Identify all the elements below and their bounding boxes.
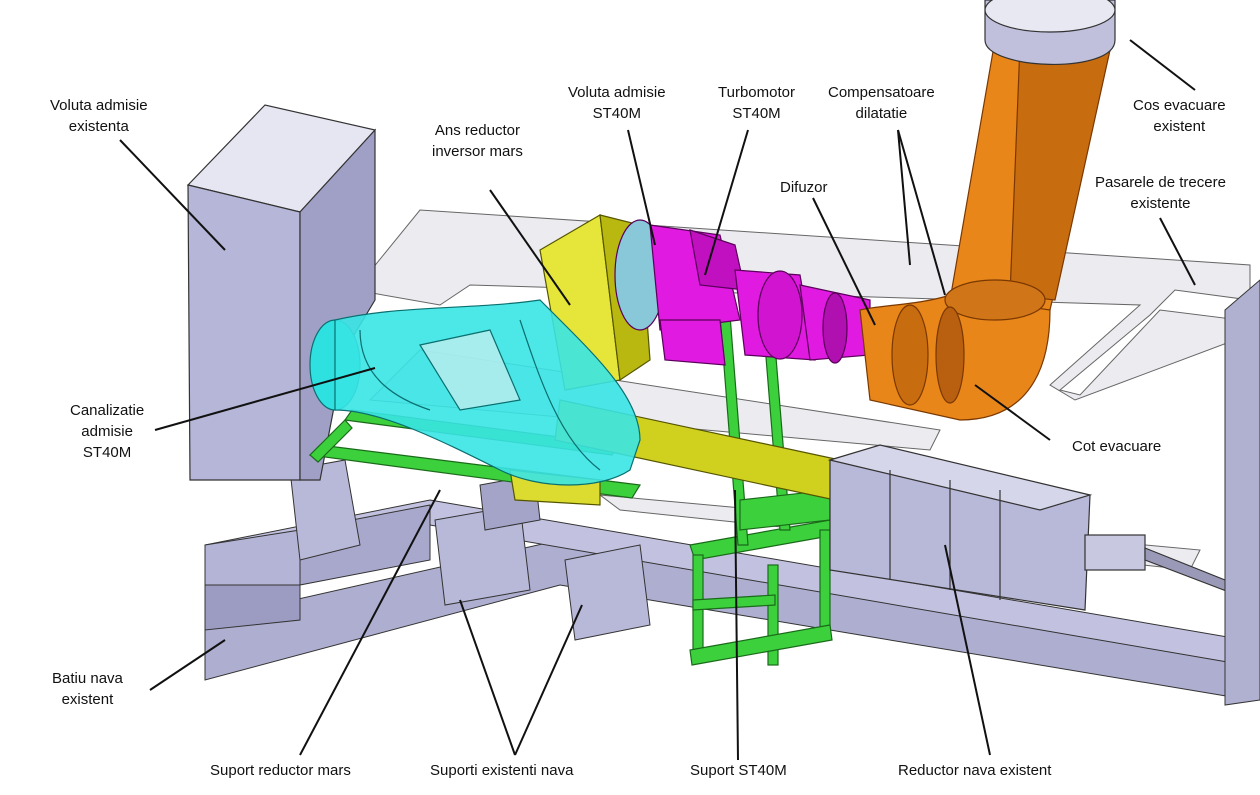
- existing-exhaust-stack: [984, 0, 1116, 65]
- existing-ship-gearbox: [827, 444, 1251, 611]
- label-expansion-joints: Compensatoare dilatatie: [828, 82, 935, 124]
- label-line: existent: [1153, 118, 1206, 135]
- label-line: Ans reductor: [434, 122, 520, 139]
- label-turboshaft: Turbomotor ST40M: [718, 82, 795, 124]
- label-existing-intake-volute: Voluta admisie existenta: [50, 95, 148, 137]
- label-line: Suport ST40M: [690, 762, 787, 779]
- label-line: ST40M: [732, 105, 781, 122]
- label-line: Suporti existenti nava: [430, 762, 574, 779]
- label-line: Voluta admisie: [50, 97, 148, 114]
- label-line: admisie: [81, 423, 133, 440]
- label-line: inversor mars: [432, 143, 523, 160]
- label-st40m-support: Suport ST40M: [690, 760, 787, 781]
- label-line: Compensatoare: [828, 84, 935, 101]
- label-line: Reductor nava existent: [898, 762, 1052, 779]
- label-line: ST40M: [82, 444, 132, 461]
- label-line: existenta: [68, 118, 129, 135]
- label-reverse-gear: Ans reductor inversor mars: [432, 120, 523, 162]
- exhaust-elbow-and-stack: [859, 39, 1111, 421]
- label-st40m-intake-volute: Voluta admisie ST40M: [568, 82, 666, 124]
- label-line: Pasarele de trecere: [1095, 174, 1226, 191]
- label-exhaust-stack: Cos evacuare existent: [1133, 95, 1226, 137]
- bulkhead-panel: [1224, 279, 1260, 706]
- st40m-turboshaft: [614, 219, 871, 366]
- label-line: Batiu nava: [52, 670, 123, 687]
- label-line: Cot evacuare: [1072, 438, 1162, 455]
- label-ship-gearbox: Reductor nava existent: [898, 760, 1051, 781]
- label-line: Turbomotor: [718, 84, 795, 101]
- label-line: existent: [61, 691, 114, 708]
- label-diffuser: Difuzor: [780, 177, 828, 198]
- label-ship-bed: Batiu nava existent: [52, 668, 123, 710]
- label-line: ST40M: [592, 105, 641, 122]
- label-line: dilatatie: [855, 105, 908, 122]
- label-intake-duct: Canalizatie admisie ST40M: [70, 400, 144, 463]
- label-line: Cos evacuare: [1133, 97, 1226, 114]
- label-exhaust-elbow: Cot evacuare: [1072, 436, 1161, 457]
- existing-ship-supports: [289, 459, 651, 641]
- label-existing-supports: Suporti existenti nava: [430, 760, 573, 781]
- label-line: existente: [1130, 195, 1191, 212]
- label-reverse-gear-support: Suport reductor mars: [210, 760, 351, 781]
- label-line: Canalizatie: [70, 402, 145, 419]
- st40m-intake-duct: [309, 299, 641, 486]
- leader-lines: [119, 39, 1196, 761]
- label-line: Difuzor: [780, 179, 828, 196]
- label-line: Suport reductor mars: [210, 762, 351, 779]
- label-line: Voluta admisie: [568, 84, 666, 101]
- label-walkways: Pasarele de trecere existente: [1095, 172, 1226, 214]
